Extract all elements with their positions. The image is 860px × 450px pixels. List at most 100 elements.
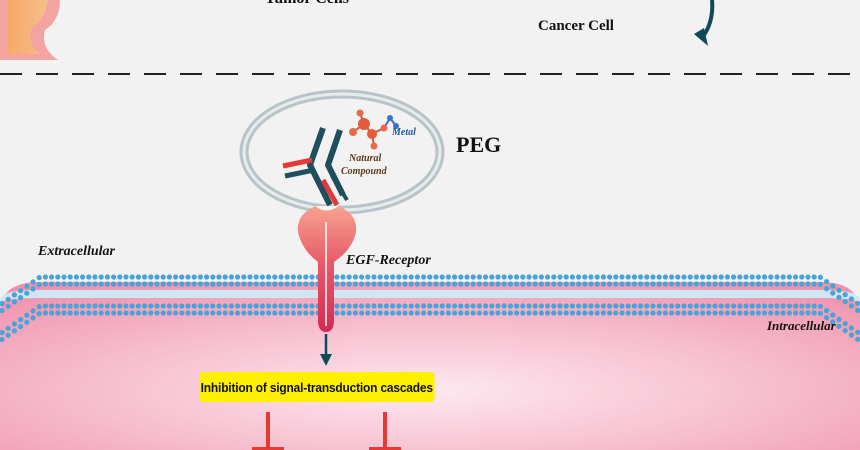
membrane-bead	[241, 281, 247, 287]
membrane-bead	[142, 281, 148, 287]
membrane-bead	[638, 274, 644, 280]
membrane-bead	[433, 303, 439, 309]
membrane-bead	[98, 310, 104, 316]
membrane-bead	[303, 303, 309, 309]
membrane-bead	[793, 303, 799, 309]
membrane-bead	[142, 303, 148, 309]
membrane-bead	[365, 274, 371, 280]
tumor-tissue-illustration	[0, 0, 60, 60]
membrane-bead	[774, 303, 780, 309]
membrane-bead	[501, 303, 507, 309]
membrane-bead	[179, 274, 185, 280]
membrane-bead	[650, 310, 656, 316]
membrane-bead	[700, 274, 706, 280]
membrane-bead	[768, 303, 774, 309]
membrane-bead	[737, 274, 743, 280]
membrane-bead	[638, 310, 644, 316]
membrane-bead	[793, 274, 799, 280]
metal-molecule-icon	[349, 109, 399, 150]
membrane-bead	[278, 310, 284, 316]
membrane-bead	[613, 274, 619, 280]
membrane-bead	[563, 303, 569, 309]
membrane-bead	[179, 281, 185, 287]
membrane-bead	[191, 303, 197, 309]
membrane-bead	[483, 310, 489, 316]
membrane-bead	[501, 310, 507, 316]
membrane-bead	[80, 274, 86, 280]
membrane-bead	[216, 281, 222, 287]
membrane-bead	[334, 274, 340, 280]
membrane-bead	[309, 303, 315, 309]
membrane-bead	[359, 303, 365, 309]
membrane-bead	[563, 281, 569, 287]
membrane-bead	[712, 274, 718, 280]
membrane-bead	[42, 281, 49, 287]
membrane-bead	[30, 315, 36, 321]
membrane-bead	[371, 303, 377, 309]
membrane-bead	[340, 310, 346, 316]
membrane-bead	[427, 310, 433, 316]
membrane-bead	[476, 303, 482, 309]
membrane-bead	[148, 281, 154, 287]
membrane-bead	[185, 303, 191, 309]
membrane-bead	[185, 281, 191, 287]
membrane-bead	[98, 281, 104, 287]
membrane-bead	[303, 310, 309, 316]
membrane-bead	[222, 303, 228, 309]
membrane-bead	[557, 274, 563, 280]
membrane-bead	[390, 281, 396, 287]
membrane-bead	[675, 274, 681, 280]
membrane-bead	[210, 281, 216, 287]
membrane-bead	[842, 299, 848, 305]
membrane-bead	[86, 303, 92, 309]
membrane-bead	[73, 274, 79, 280]
membrane-bead	[241, 274, 247, 280]
membrane-bead	[371, 310, 377, 316]
membrane-bead	[452, 274, 458, 280]
membrane-bead	[346, 281, 352, 287]
membrane-bead	[340, 274, 346, 280]
membrane-bead	[104, 303, 110, 309]
membrane-bead	[148, 310, 154, 316]
membrane-bead	[173, 310, 179, 316]
membrane-bead	[278, 303, 284, 309]
membrane-bead	[458, 303, 464, 309]
cytoplasm	[0, 282, 860, 450]
membrane-bead	[650, 274, 656, 280]
membrane-bead	[228, 281, 234, 287]
membrane-bead	[731, 303, 737, 309]
membrane-bead	[464, 310, 470, 316]
membrane-bead	[569, 310, 576, 316]
membrane-bead	[36, 311, 42, 317]
membrane-bead	[129, 274, 135, 280]
membrane-bead	[5, 325, 11, 331]
membrane-bead	[706, 310, 712, 316]
membrane-bead	[383, 274, 389, 280]
membrane-bead	[631, 310, 638, 316]
membrane-bead	[123, 310, 129, 316]
membrane-bead	[210, 274, 216, 280]
membrane-bead	[67, 310, 73, 316]
membrane-tails	[0, 290, 860, 304]
membrane-bead	[631, 281, 638, 287]
membrane-bead	[346, 310, 352, 316]
membrane-bead	[73, 310, 79, 316]
membrane-bead	[266, 303, 272, 309]
membrane-bead	[154, 274, 160, 280]
membrane-bead	[613, 310, 619, 316]
membrane-bead	[762, 310, 768, 316]
membrane-bead	[501, 281, 507, 287]
membrane-bead	[718, 303, 724, 309]
membrane-bead	[805, 281, 811, 287]
membrane-bead	[0, 337, 5, 343]
membrane-bead	[799, 274, 805, 280]
membrane-bead	[675, 303, 681, 309]
membrane-bead	[129, 303, 135, 309]
membrane-bead	[340, 303, 346, 309]
membrane-bead	[495, 281, 501, 287]
membrane-bead	[774, 274, 780, 280]
membrane-bead	[824, 279, 830, 285]
membrane-bead	[309, 281, 315, 287]
membrane-bead	[824, 315, 830, 321]
membrane-bead	[259, 281, 265, 287]
